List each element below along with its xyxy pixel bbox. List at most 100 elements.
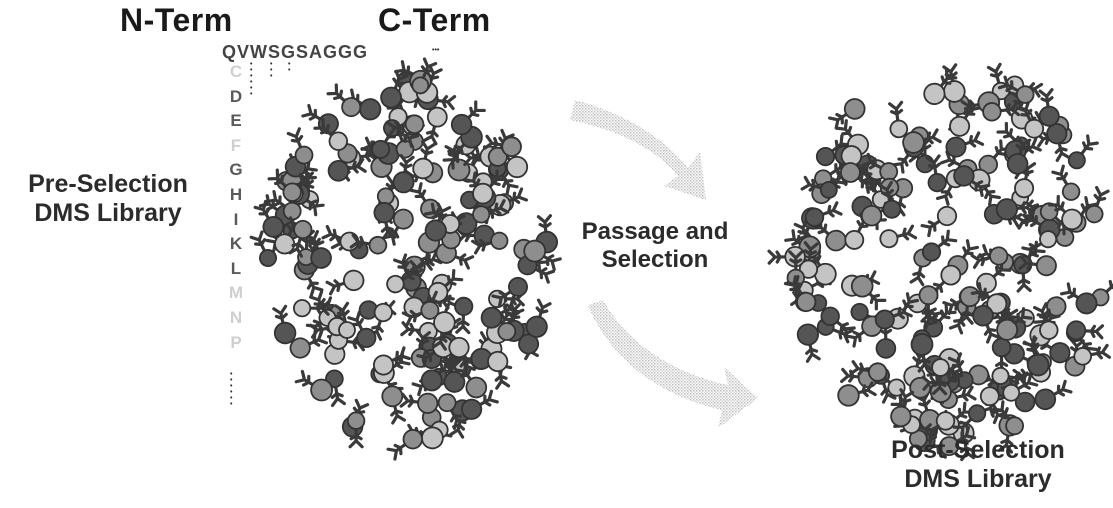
post-selection-subtitle: DMS Library: [904, 464, 1052, 493]
phage-particle-icon: [399, 392, 439, 414]
phage-particle-icon: [401, 300, 440, 327]
phage-particle-icon: [454, 296, 474, 335]
phage-particle-icon: [386, 114, 425, 137]
phage-particle-icon: [925, 154, 947, 193]
phage-particle-icon: [849, 360, 888, 382]
phage-particle-icon: [349, 233, 388, 255]
phage-particle-icon: [920, 205, 958, 238]
wildtype-sequence: QVWSGSAGGG: [222, 42, 369, 62]
phage-particle-icon: [861, 152, 899, 182]
phage-particle-icon: [982, 101, 1021, 122]
amino-acid-k: K: [229, 234, 243, 254]
phage-particle-icon: [325, 269, 365, 296]
phage-particle-icon: [1018, 254, 1057, 277]
pre-selection-subtitle: DMS Library: [34, 198, 182, 227]
phage-particle-icon: [380, 69, 409, 109]
phage-particle-icon: [480, 299, 520, 329]
phage-particle-icon: [1046, 123, 1071, 162]
post-selection-label: Post-Selection DMS Library: [848, 436, 1108, 494]
amino-acid-g: G: [229, 160, 243, 180]
passage-and-selection-label: Passage and Selection: [565, 218, 745, 273]
mutation-marks-icon: ••••••: [250, 61, 253, 98]
phage-particle-icon: [289, 330, 328, 359]
phage-particle-icon: [995, 198, 1035, 221]
amino-acid-l: L: [230, 258, 242, 278]
phage-particle-icon: [437, 393, 467, 430]
phage-particle-icon: [970, 246, 1009, 269]
mutation-marks-icon: ••••••: [230, 371, 233, 408]
phage-particle-icon: [970, 282, 1008, 315]
phage-particle-icon: [326, 83, 362, 118]
phage-particle-icon: [796, 323, 821, 363]
phage-particle-icon: [1051, 164, 1081, 201]
phage-particle-icon: [327, 157, 367, 182]
phage-particle-icon: [767, 246, 806, 268]
phage-particle-icon: [1048, 194, 1083, 231]
phage-particle-icon: [272, 304, 297, 345]
phage-particle-icon: [386, 429, 423, 461]
phage-particle-icon: [972, 304, 1001, 344]
c-term-label: C-Term: [378, 2, 491, 38]
phage-particle-icon: [1015, 101, 1045, 139]
phage-particle-icon: [1022, 336, 1050, 377]
phage-particle-icon: [450, 100, 486, 136]
phage-particle-icon: [952, 404, 987, 438]
amino-acid-e: E: [230, 111, 242, 131]
phage-particle-icon: [288, 219, 313, 258]
phage-particle-icon: [874, 302, 913, 330]
n-term-label: N-Term: [120, 2, 233, 38]
curved-arrow-icon: [588, 300, 758, 428]
phage-particle-icon: [804, 201, 843, 228]
phage-particle-icon: [888, 100, 909, 139]
phage-particle-icon: [386, 263, 423, 294]
phage-particle-icon: [491, 276, 529, 308]
phage-particle-icon: [837, 381, 877, 407]
phage-particle-icon: [487, 350, 511, 390]
phage-particle-icon: [902, 128, 942, 154]
phage-particle-icon: [815, 133, 852, 167]
phage-particle-icon: [997, 75, 1035, 104]
amino-acid-h: H: [229, 184, 243, 204]
phage-particle-icon: [1006, 135, 1032, 175]
phage-particle-icon: [472, 169, 508, 205]
phage-particle-icon: [923, 68, 958, 106]
phage-particle-icon: [304, 229, 332, 269]
passage-title: Passage and: [581, 218, 729, 245]
selection-arrows: [570, 100, 758, 428]
phage-particle-icon: [931, 358, 950, 396]
phage-particle-icon: [798, 241, 819, 279]
phage-particle-icon: [1033, 302, 1059, 340]
phage-particle-icon: [1021, 230, 1058, 260]
phage-particle-icon: [483, 134, 522, 157]
amino-acid-i: I: [233, 209, 239, 229]
phage-particle-icon: [334, 301, 356, 339]
phage-particle-icon: [909, 248, 933, 287]
phage-particle-icon: [346, 411, 366, 449]
phage-particle-icon: [1038, 88, 1060, 127]
phage-particle-icon: [800, 175, 838, 199]
passage-subtitle: Selection: [601, 245, 709, 273]
phage-particle-icon: [431, 311, 456, 351]
phage-particle-icon: [953, 165, 991, 198]
amino-acid-d: D: [229, 86, 243, 106]
phage-particle-icon: [525, 298, 552, 338]
phage-particle-icon: [293, 299, 330, 318]
phage-particle-icon: [373, 201, 397, 241]
pre-selection-title: Pre-Selection: [28, 170, 188, 198]
phage-particle-icon: [918, 285, 939, 323]
phage-particle-icon: [392, 154, 415, 194]
phage-particle-icon: [910, 333, 934, 373]
phage-particle-icon: [820, 306, 856, 339]
phage-particle-icon: [267, 168, 302, 202]
phage-particle-icon: [1067, 134, 1099, 170]
phage-particle-icon: [878, 180, 902, 219]
phage-particle-icon: [471, 231, 509, 255]
phage-particle-icon: [523, 239, 562, 271]
phage-particle-icon: [1002, 373, 1039, 402]
phage-particle-icon: [996, 307, 1033, 341]
phage-particle-icon: [404, 423, 444, 450]
isolated-phage-particle: [249, 230, 278, 268]
phage-particle-icon: [786, 275, 817, 313]
